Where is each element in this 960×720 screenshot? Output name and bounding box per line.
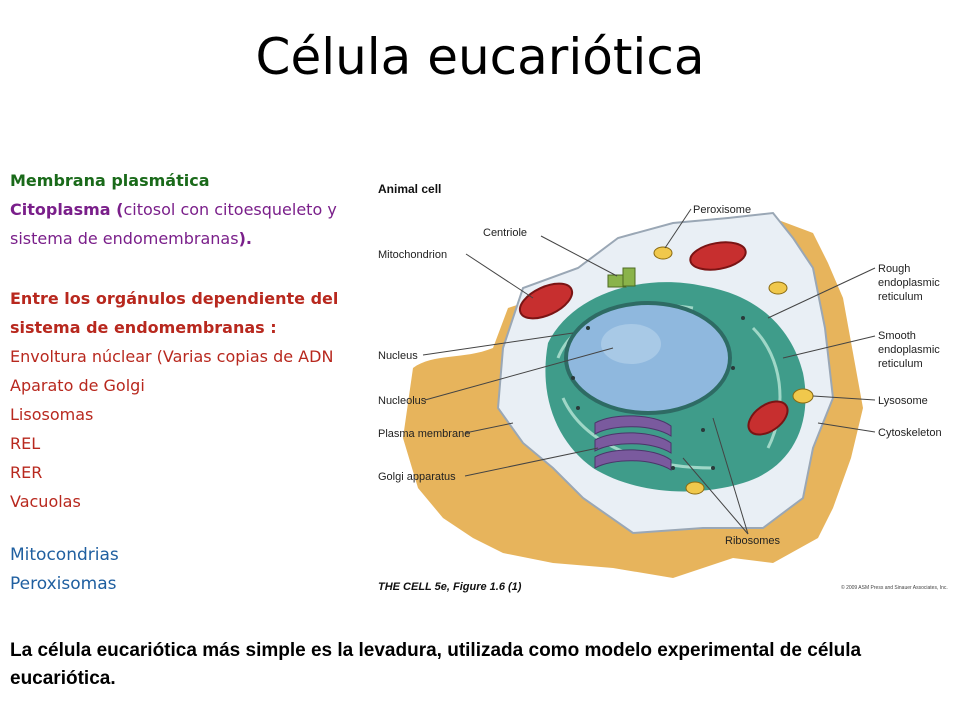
citoplasma-close: ). xyxy=(238,229,252,248)
label-nucleolus: Nucleolus xyxy=(378,395,427,407)
organulo-item: Vacuolas xyxy=(10,492,81,511)
label-rough-er-2: endoplasmic xyxy=(878,277,940,289)
label-mitochondrion: Mitochondrion xyxy=(378,249,447,261)
slide-title: Célula eucariótica xyxy=(255,28,705,86)
label-golgi: Golgi apparatus xyxy=(378,471,456,483)
spacer xyxy=(10,516,380,541)
ribosomes xyxy=(571,316,745,470)
mitochondrion xyxy=(518,282,574,320)
label-lysosome: Lysosome xyxy=(878,395,928,407)
lysosome xyxy=(685,481,705,495)
organulo-item: RER xyxy=(10,463,43,482)
figure-copyright: © 2009 ASM Press and Sinauer Associates,… xyxy=(841,584,948,591)
mitocondrias-line: Mitocondrias xyxy=(10,545,119,565)
spacer xyxy=(10,253,380,284)
mitochondrion xyxy=(747,400,789,436)
label-rough-er-3: reticulum xyxy=(878,291,923,303)
label-ribosomes: Ribosomes xyxy=(725,535,781,547)
label-rough-er-1: Rough xyxy=(878,263,910,275)
citoplasma-label: Citoplasma ( xyxy=(10,200,124,219)
label-nucleus: Nucleus xyxy=(378,350,418,362)
organulos-heading-2: sistema de endomembranas : xyxy=(10,318,277,337)
label-smooth-er-2: endoplasmic xyxy=(878,344,940,356)
citoplasma-line: Citoplasma (citosol con citoesqueleto y xyxy=(10,195,380,224)
label-smooth-er-1: Smooth xyxy=(878,330,916,342)
organulo-item: REL xyxy=(10,434,41,453)
citoplasma-detail: citosol con citoesqueleto y xyxy=(123,200,337,219)
figure-heading: Animal cell xyxy=(378,182,441,196)
label-plasma-membrane: Plasma membrane xyxy=(378,428,470,440)
animal-cell-figure: Animal cell Centriole Mitochondrion Nucl… xyxy=(378,182,948,593)
membrana-line: Membrana plasmática xyxy=(10,171,210,190)
footer-note: La célula eucariótica más simple es la l… xyxy=(10,640,862,689)
centriole xyxy=(622,267,636,287)
organulo-item: Aparato de Golgi xyxy=(10,376,145,395)
nucleolus xyxy=(601,324,661,364)
organulo-item: Envoltura núclear (Varias copias de ADN xyxy=(10,347,334,366)
organulo-item: Lisosomas xyxy=(10,405,94,424)
lysosome xyxy=(768,281,788,295)
label-smooth-er-3: reticulum xyxy=(878,358,923,370)
golgi-apparatus xyxy=(594,415,672,471)
label-cytoskeleton: Cytoskeleton xyxy=(878,427,942,439)
citoplasma-detail-2: sistema de endomembranas xyxy=(10,229,239,248)
citoplasma-line-2: sistema de endomembranas). xyxy=(10,224,380,253)
peroxisome xyxy=(653,246,673,260)
label-peroxisome: Peroxisome xyxy=(693,204,751,216)
mitochondrion xyxy=(689,241,747,271)
label-centriole: Centriole xyxy=(483,227,527,239)
peroxisomas-line: Peroxisomas xyxy=(10,574,117,594)
organelle-list-panel: Membrana plasmática Citoplasma (citosol … xyxy=(10,166,380,599)
figure-caption: THE CELL 5e, Figure 1.6 (1) xyxy=(378,581,522,593)
organulos-heading-1: Entre los orgánulos dependiente del xyxy=(10,289,339,308)
lysosome xyxy=(792,388,814,404)
leader-lines xyxy=(422,208,876,535)
